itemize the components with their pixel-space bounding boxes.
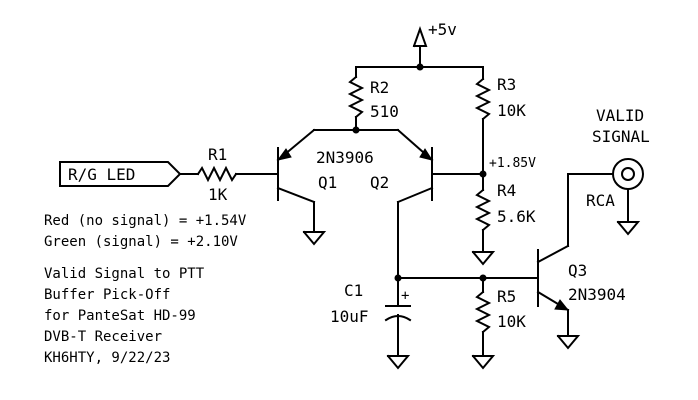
description-line: Valid Signal to PTT: [44, 266, 205, 282]
supply-label: +5v: [428, 20, 457, 39]
resistor-r2: R2 510: [347, 66, 399, 131]
r5-value: 10K: [497, 312, 526, 331]
q1-ref: Q1: [318, 173, 337, 192]
q1-q2-part: 2N3906: [316, 148, 374, 167]
q3-part: 2N3904: [568, 285, 626, 304]
description-line: DVB-T Receiver: [44, 329, 162, 345]
rca-jack: VALID SIGNAL RCA: [586, 106, 650, 236]
c1-polarity: +: [401, 288, 409, 304]
r4-ref: R4: [497, 181, 516, 200]
r5-ref: R5: [497, 287, 516, 306]
resistor-r3: R3 10K: [474, 66, 526, 175]
note-red: Red (no signal) = +1.54V: [44, 213, 247, 229]
r4-value: 5.6K: [497, 207, 536, 226]
transistor-q1: Q1: [276, 128, 337, 246]
c1-value: 10uF: [330, 307, 369, 326]
q3-ref: Q3: [568, 261, 587, 280]
capacitor-c1: + C1 10uF: [330, 277, 412, 370]
transistor-q2: Q2: [370, 128, 484, 279]
c1-ref: C1: [344, 281, 363, 300]
r2-value: 510: [370, 102, 399, 121]
input-port: R/G LED: [59, 161, 182, 187]
note-green: Green (signal) = +2.10V: [44, 234, 238, 250]
r3-ref: R3: [497, 75, 516, 94]
resistor-r5: R5 10K: [471, 277, 526, 370]
transistor-q3: Q3 2N3904: [536, 244, 626, 350]
resistor-r1: R1 1K: [179, 145, 279, 204]
description-block: Valid Signal to PTT Buffer Pick-Off for …: [44, 266, 205, 366]
junction-emitters: [352, 126, 360, 134]
output-line: [567, 173, 613, 247]
r2-ref: R2: [370, 78, 389, 97]
supply-5v: +5v: [412, 20, 457, 68]
r1-ref: R1: [208, 145, 227, 164]
input-port-label: R/G LED: [68, 165, 135, 184]
description-line: KH6HTY, 9/22/23: [44, 350, 170, 366]
description-line: for PanteSat HD-99: [44, 308, 196, 324]
q2-ref: Q2: [370, 173, 389, 192]
r3-value: 10K: [497, 101, 526, 120]
resistor-r4: R4 5.6K: [471, 173, 536, 266]
description-line: Buffer Pick-Off: [44, 287, 170, 303]
r1-value: 1K: [208, 185, 228, 204]
rca-label: RCA: [586, 191, 615, 210]
junction-top: [416, 63, 424, 71]
valid-signal-line2: SIGNAL: [592, 127, 650, 146]
valid-signal-line1: VALID: [596, 106, 644, 125]
node-voltage: +1.85V: [489, 156, 536, 171]
